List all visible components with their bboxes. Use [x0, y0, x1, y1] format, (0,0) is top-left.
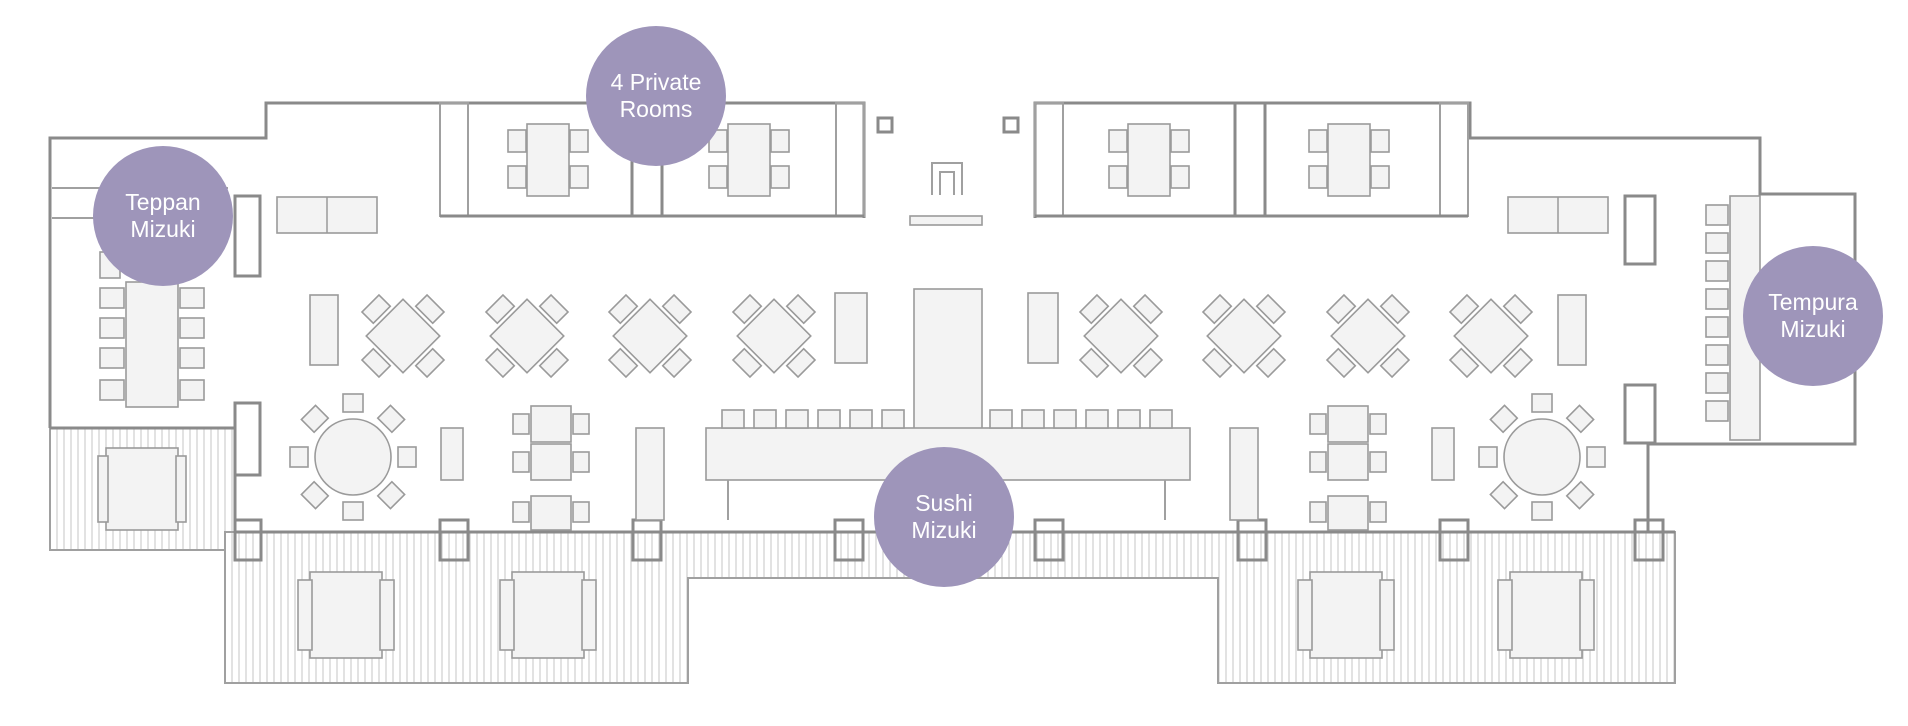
teppan-table	[99, 251, 205, 408]
two-top-tables	[512, 405, 1387, 531]
area-label-line: Mizuki	[911, 517, 977, 543]
private-room-tables	[507, 123, 1390, 197]
square-tables	[360, 293, 1534, 379]
area-label-line: Mizuki	[1780, 316, 1846, 342]
bar-stools	[721, 409, 1173, 429]
terrace-posts	[233, 518, 1665, 562]
round-tables	[289, 393, 1606, 521]
area-label-line: Tempura	[1768, 289, 1858, 315]
area-label-line: 4 Private	[610, 69, 702, 95]
area-label-line: Mizuki	[130, 216, 196, 242]
terrace-lounges	[97, 447, 1595, 659]
sideboards	[276, 196, 1609, 521]
area-label-line: Sushi	[915, 490, 973, 516]
area-label-line: Rooms	[619, 96, 693, 122]
area-label-line: Teppan	[125, 189, 201, 215]
tempura-counter	[1705, 195, 1761, 441]
